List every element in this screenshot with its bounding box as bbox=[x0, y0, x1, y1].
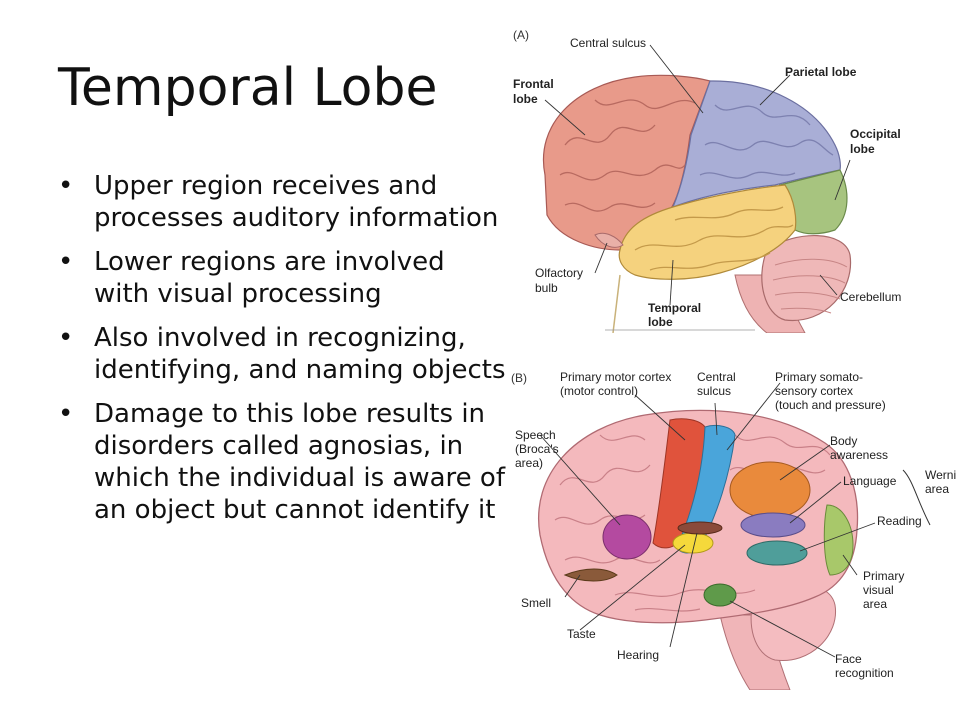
primary-visual-area bbox=[823, 504, 854, 576]
bullet-text: Damage to this lobe results in disorders… bbox=[94, 399, 505, 525]
bullet-dot-icon: • bbox=[58, 323, 74, 353]
label-language: Language bbox=[843, 474, 897, 488]
bullet-list: • Upper region receives and processes aud… bbox=[58, 170, 508, 538]
olfactory-bulb bbox=[594, 232, 624, 248]
brain-lobes-diagram: (A) Central sulcus Parietal lobe Frontal… bbox=[513, 28, 901, 333]
parietal-gyri bbox=[699, 104, 834, 179]
bullet-item: • Upper region receives and processes aud… bbox=[58, 170, 508, 234]
broca-area bbox=[602, 514, 652, 560]
panel-label-b: (B) bbox=[511, 371, 527, 385]
cerebellum-region bbox=[761, 234, 852, 322]
parietal-lobe-region bbox=[671, 80, 841, 209]
reading-area bbox=[746, 540, 808, 566]
bullet-dot-icon: • bbox=[58, 399, 74, 429]
label-primary-motor-cortex: Primary motor cortex(motor control) bbox=[560, 370, 671, 398]
label-hearing: Hearing bbox=[617, 648, 659, 662]
hearing-area bbox=[677, 521, 723, 535]
bullet-text: Lower regions are involved with visual p… bbox=[94, 247, 445, 309]
bullet-dot-icon: • bbox=[58, 247, 74, 277]
panel-label-a: (A) bbox=[513, 28, 529, 42]
brain-functional-areas-diagram: (B) Primary motor cortex(motor control) … bbox=[511, 370, 956, 690]
brain-gyri bbox=[554, 434, 831, 612]
temporal-gyri bbox=[634, 206, 794, 271]
bullet-item: • Also involved in recognizing, identifyi… bbox=[58, 322, 508, 386]
label-cerebellum: Cerebellum bbox=[840, 290, 901, 304]
label-reading: Reading bbox=[877, 514, 922, 528]
face-recognition-area bbox=[703, 583, 737, 607]
bullet-dot-icon: • bbox=[58, 171, 74, 201]
language-area bbox=[740, 512, 806, 538]
body-awareness-area bbox=[729, 461, 811, 519]
label-smell: Smell bbox=[521, 596, 551, 610]
bullet-item: • Lower regions are involved with visual … bbox=[58, 246, 508, 310]
bullet-item: • Damage to this lobe results in disorder… bbox=[58, 398, 508, 526]
bullet-text: Also involved in recognizing, identifyin… bbox=[94, 323, 506, 385]
label-central-sulcus: Central sulcus bbox=[570, 36, 646, 50]
label-taste: Taste bbox=[567, 627, 596, 641]
wernicke-bracket-icon bbox=[902, 469, 931, 526]
slide-title: Temporal Lobe bbox=[58, 58, 438, 118]
label-primary-somatosensory: Primary somato-sensory cortex(touch and … bbox=[775, 370, 886, 412]
frontal-gyri bbox=[559, 99, 696, 212]
label-parietal-lobe: Parietal lobe bbox=[785, 65, 857, 79]
bullet-text: Upper region receives and processes audi… bbox=[94, 171, 499, 233]
temporal-lobe-region bbox=[618, 184, 797, 280]
